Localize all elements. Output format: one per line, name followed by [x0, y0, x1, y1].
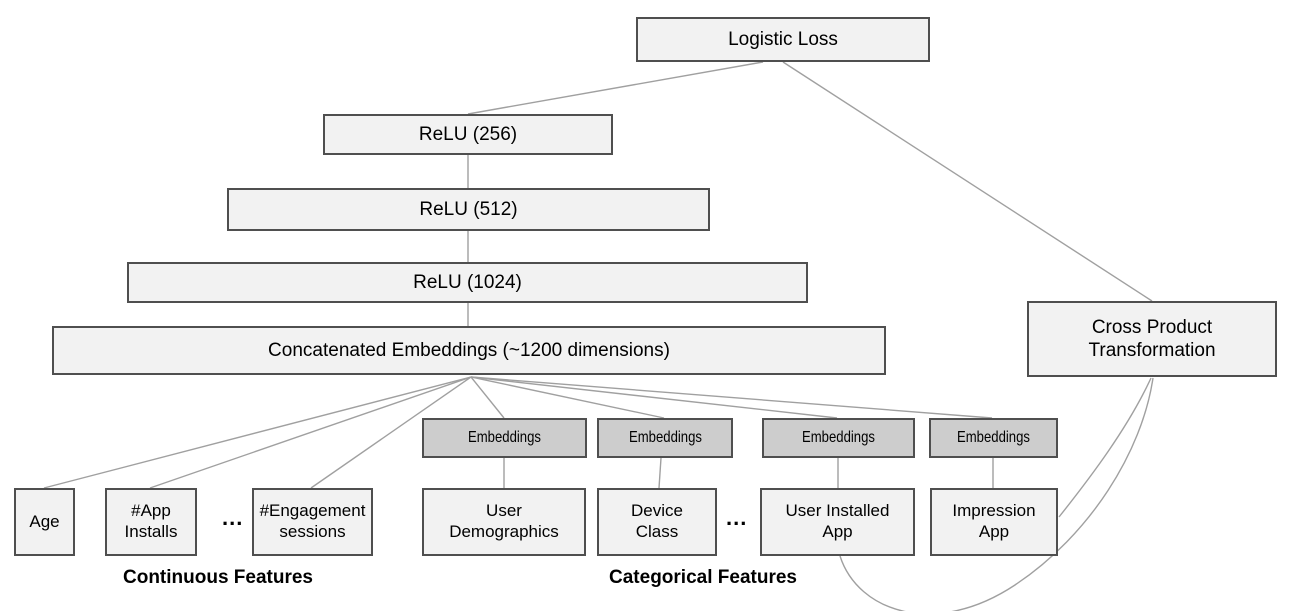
node-cross-product-transformation: Cross Product Transformation [1027, 301, 1277, 377]
feature-user-demographics-line1: User [486, 501, 522, 521]
node-relu-512-label: ReLU (512) [419, 198, 518, 220]
embeddings-3-label: Embeddings [802, 429, 875, 447]
edge-cross-product-to-impression-app [1058, 377, 1152, 518]
embeddings-1-label: Embeddings [468, 429, 541, 447]
node-feature-user-installed-app: User Installed App [760, 488, 915, 556]
categorical-features-label: Categorical Features [609, 567, 797, 588]
node-feature-device-class: Device Class [597, 488, 717, 556]
embeddings-4-label: Embeddings [957, 429, 1030, 447]
node-relu-1024-label: ReLU (1024) [413, 271, 522, 293]
continuous-ellipsis: ... [222, 505, 244, 530]
edge-concat-to-age [43, 376, 472, 489]
edge-loss-to-relu256 [467, 61, 764, 115]
feature-user-installed-line1: User Installed [785, 501, 890, 521]
node-feature-engagement-sessions: #Engagement sessions [252, 488, 373, 556]
node-relu-256-label: ReLU (256) [418, 123, 518, 145]
edge-concat-to-embeddings-1 [470, 376, 505, 419]
node-relu-512: ReLU (512) [227, 188, 710, 231]
node-embeddings-2: Embeddings [597, 418, 733, 458]
node-relu-256: ReLU (256) [323, 114, 613, 155]
node-logistic-loss-label: Logistic Loss [728, 28, 838, 50]
feature-device-class-line1: Device [631, 501, 683, 521]
node-logistic-loss: Logistic Loss [636, 17, 930, 62]
node-concatenated-embeddings: Concatenated Embeddings (~1200 dimension… [52, 326, 886, 375]
feature-impression-line2: App [978, 522, 1010, 541]
edge-concat-to-embeddings-3 [470, 376, 838, 419]
embeddings-2-label: Embeddings [628, 429, 702, 447]
edge-concat-to-embeddings-2 [470, 376, 665, 419]
feature-engagement-line1: #Engagement [259, 501, 366, 521]
edge-loss-to-cross-product [782, 61, 1153, 302]
cross-product-label-line2: Transformation [1088, 340, 1216, 361]
cross-product-label-line1: Cross Product [1091, 316, 1213, 338]
node-feature-impression-app: Impression App [930, 488, 1058, 556]
node-relu-1024: ReLU (1024) [127, 262, 808, 303]
node-embeddings-4: Embeddings [929, 418, 1058, 458]
feature-device-class-line2: Class [635, 522, 679, 541]
feature-engagement-line2: sessions [279, 522, 346, 541]
edge-cross-product-to-user-installed-app [839, 377, 1154, 611]
node-feature-age: Age [14, 488, 75, 556]
node-embeddings-1: Embeddings [422, 418, 587, 458]
edge-concat-to-engagement [310, 376, 472, 489]
node-concatenated-embeddings-label: Concatenated Embeddings (~1200 dimension… [268, 339, 670, 361]
edge-embeddings2-deviceclass [658, 457, 662, 489]
feature-user-installed-line2: App [822, 522, 853, 541]
node-embeddings-3: Embeddings [762, 418, 915, 458]
categorical-ellipsis: ... [726, 505, 748, 530]
feature-app-installs-line1: #App [131, 501, 171, 521]
edge-concat-to-embeddings-4 [470, 376, 993, 419]
feature-impression-line1: Impression [952, 501, 1036, 521]
node-feature-app-installs: #App Installs [105, 488, 197, 556]
edge-concat-to-app-installs [149, 376, 472, 489]
continuous-features-label: Continuous Features [122, 567, 314, 588]
node-feature-user-demographics: User Demographics [422, 488, 586, 556]
feature-age-label: Age [29, 511, 60, 531]
feature-user-demographics-line2: Demographics [449, 522, 559, 541]
feature-app-installs-line2: Installs [124, 522, 178, 541]
